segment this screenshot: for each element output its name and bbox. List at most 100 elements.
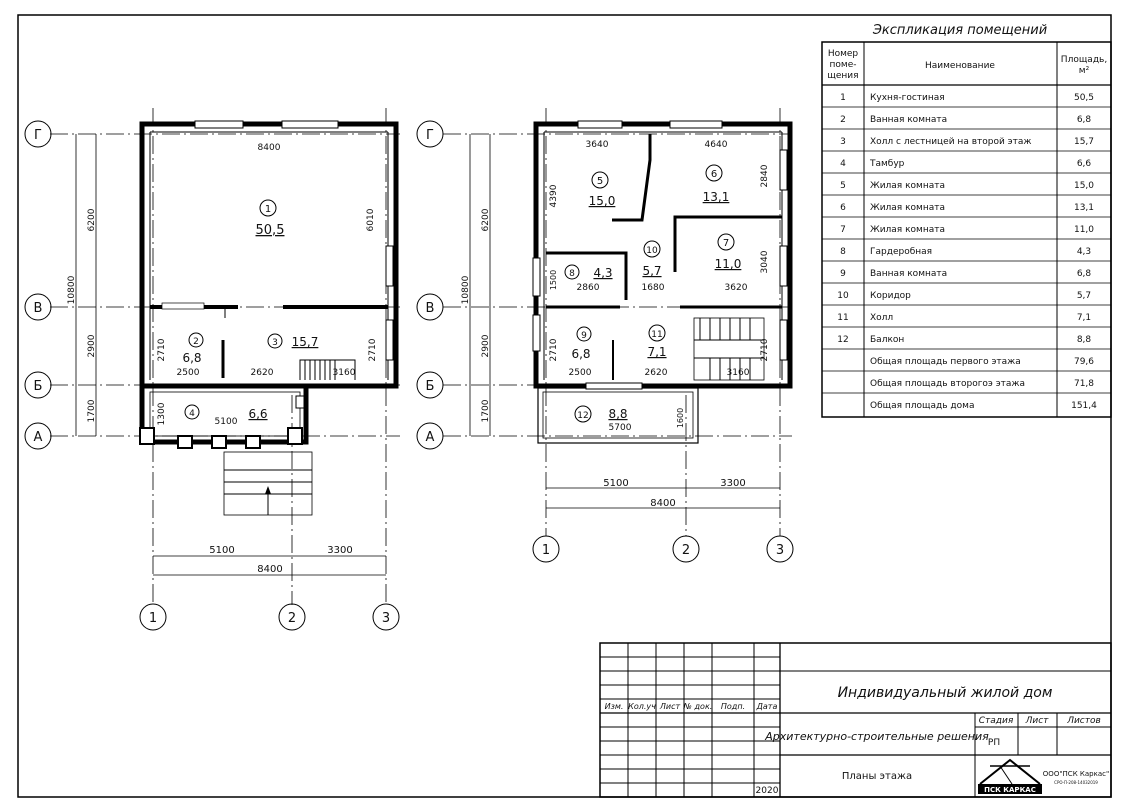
row-name: Холл с лестницей на второй этаж [870,137,1031,147]
axis-bubble-3-2: 3 [766,535,794,563]
row-name: Жилая комната [870,181,945,191]
svg-text:3620: 3620 [725,283,748,293]
axis-bubble-3: 3 [372,603,400,631]
svg-text:5: 5 [597,176,603,187]
svg-text:А: А [426,430,435,445]
svg-text:6,8: 6,8 [571,347,590,361]
svg-text:7: 7 [723,238,729,249]
row-name: Общая площадь второгоэ этажа [870,379,1025,389]
svg-text:8400: 8400 [258,143,281,153]
row-name: Коридор [870,291,911,301]
row-num: 12 [837,335,848,345]
axis-bubble-g: Г [24,120,52,148]
axis-bubble-1: 1 [139,603,167,631]
header-area-1: Площадь, [1061,55,1107,65]
svg-text:Г: Г [34,128,42,143]
room-9-label: 9 6,8 [571,326,592,361]
row-name: Гардеробная [870,247,932,257]
header-num-1: Номер [828,49,859,59]
svg-text:6,6: 6,6 [248,407,267,421]
room-12-label: 12 8,8 [574,405,628,423]
table-row: Общая площадь первого этажа 79,6 [870,357,1094,367]
header-name: Наименование [925,61,995,71]
svg-text:Кол.уч: Кол.уч [628,702,656,711]
svg-text:Б: Б [426,379,435,394]
axis-bubble-g-2: Г [416,120,444,148]
svg-text:1: 1 [542,543,550,558]
row-area: 79,6 [1074,357,1094,367]
svg-text:Подп.: Подп. [721,702,745,711]
room-7-label: 7 11,0 [715,233,741,271]
title-block: Изм. Кол.уч Лист № док. Подп. Дата 2020 … [599,642,1112,798]
axis-bubble-b: Б [24,371,52,399]
row-area: 6,8 [1077,115,1092,125]
svg-text:2: 2 [288,611,296,626]
svg-text:3640: 3640 [586,140,609,150]
row-area: 4,3 [1077,247,1091,257]
svg-text:2840: 2840 [760,164,770,187]
svg-text:СРО-П-208-14032019: СРО-П-208-14032019 [1054,780,1098,785]
row-name: Ванная комната [870,269,947,279]
row-area: 15,0 [1074,181,1094,191]
axis-bubble-1-2: 1 [532,535,560,563]
row-num: 11 [837,313,848,323]
svg-text:2710: 2710 [760,338,770,361]
svg-text:3300: 3300 [720,478,745,489]
svg-text:3040: 3040 [760,250,770,273]
header-num-3: щения [827,71,858,81]
svg-text:13,1: 13,1 [703,190,730,204]
row-num: 9 [840,269,846,279]
row-name: Общая площадь первого этажа [870,357,1021,367]
row-num: 1 [840,93,846,103]
row-name: Балкон [870,335,904,345]
svg-text:2500: 2500 [177,368,200,378]
svg-text:1700: 1700 [481,399,491,422]
svg-text:3: 3 [382,611,390,626]
svg-text:2020: 2020 [756,786,779,796]
svg-text:15,0: 15,0 [589,194,616,208]
svg-text:8: 8 [569,269,575,279]
room-10-label: 10 5,7 [642,240,662,278]
svg-text:Листов: Листов [1066,716,1101,726]
svg-text:Лист: Лист [1025,716,1050,726]
svg-text:2860: 2860 [577,283,600,293]
svg-text:1: 1 [265,204,271,215]
svg-text:В: В [34,301,43,316]
svg-text:2710: 2710 [157,338,167,361]
row-area: 7,1 [1077,313,1091,323]
svg-text:8400: 8400 [257,564,282,575]
room-3-label: 3 15,7 [267,333,318,349]
svg-text:Изм.: Изм. [605,702,624,711]
svg-text:11: 11 [651,330,662,340]
svg-text:2710: 2710 [549,338,559,361]
svg-text:Планы этажа: Планы этажа [842,771,912,782]
row-num: 8 [840,247,846,257]
svg-text:№ док.: № док. [683,702,713,711]
svg-text:5700: 5700 [609,423,632,433]
row-area: 6,6 [1077,159,1092,169]
svg-text:7,1: 7,1 [647,345,666,359]
svg-text:Б: Б [34,379,43,394]
svg-text:ПСК КАРКАС: ПСК КАРКАС [984,786,1036,794]
svg-text:Дата: Дата [756,702,778,711]
svg-text:3: 3 [776,543,784,558]
svg-text:10800: 10800 [461,275,471,304]
svg-text:3160: 3160 [333,368,356,378]
table-row: 1 Кухня-гостиная 50,5 [840,93,1094,103]
row-area: 50,5 [1074,93,1094,103]
svg-text:РП: РП [988,738,1000,748]
svg-text:Индивидуальный жилой дом: Индивидуальный жилой дом [838,685,1053,701]
room-4-label: 4 6,6 [184,404,268,421]
row-num: 5 [840,181,846,191]
row-area: 13,1 [1074,203,1094,213]
row-name: Кухня-гостиная [870,93,945,103]
row-num: 6 [840,203,846,213]
row-num: 3 [840,137,846,147]
